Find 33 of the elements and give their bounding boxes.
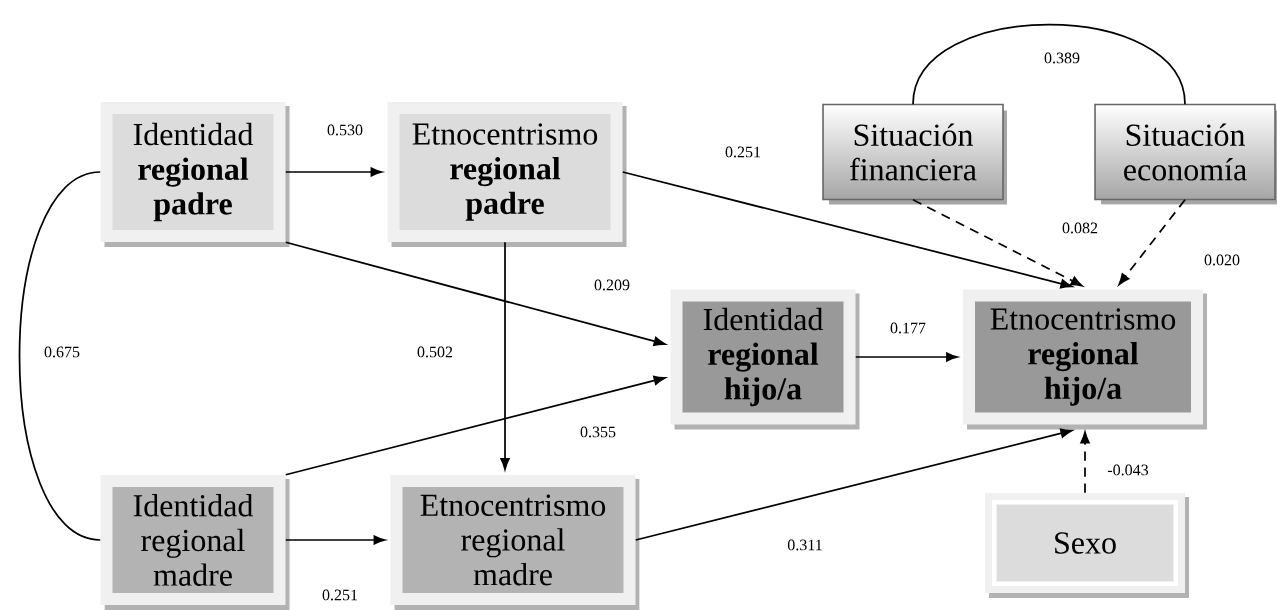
edge-label: 0.311 (785, 538, 825, 552)
edge-label: 0.355 (578, 425, 618, 439)
arrow (912, 198, 1083, 287)
arrow (634, 428, 1073, 541)
edge-label: -0.043 (1106, 463, 1150, 477)
arrow (1118, 198, 1186, 286)
edge-label: 0.082 (1060, 221, 1100, 235)
arrow (1080, 431, 1090, 494)
arrow (284, 375, 666, 476)
edge-label: 0.177 (888, 321, 928, 335)
edge-label: 0.389 (1042, 51, 1082, 65)
variable-box: Etnocentrismo regional madre (390, 475, 640, 610)
arrow (500, 241, 510, 470)
variable-box: Situación economía (1094, 103, 1277, 205)
variable-box: Identidad regional hijo/a (670, 289, 860, 430)
variable-box: Sexo (985, 493, 1189, 598)
edge-label: 0.020 (1202, 253, 1242, 267)
edge-label: 0.530 (325, 123, 365, 137)
arrow (284, 535, 386, 545)
variable-box: Etnocentrismo regional hijo/a (963, 289, 1207, 430)
variable-box: Situación financiera (822, 103, 1007, 205)
arrow (284, 241, 666, 346)
variable-box: Identidad regional padre (100, 102, 290, 247)
arrow (854, 352, 958, 362)
variable-box: Identidad regional madre (100, 475, 290, 610)
variable-box: Etnocentrismo regional padre (387, 102, 627, 247)
arrow (621, 171, 1073, 289)
edge-label: 0.251 (320, 588, 360, 602)
arrow (284, 167, 383, 177)
edge-label: 0.251 (723, 145, 763, 159)
edge-label: 0.675 (42, 345, 82, 359)
edge-label: 0.502 (415, 345, 455, 359)
edge-label: 0.209 (592, 278, 632, 292)
